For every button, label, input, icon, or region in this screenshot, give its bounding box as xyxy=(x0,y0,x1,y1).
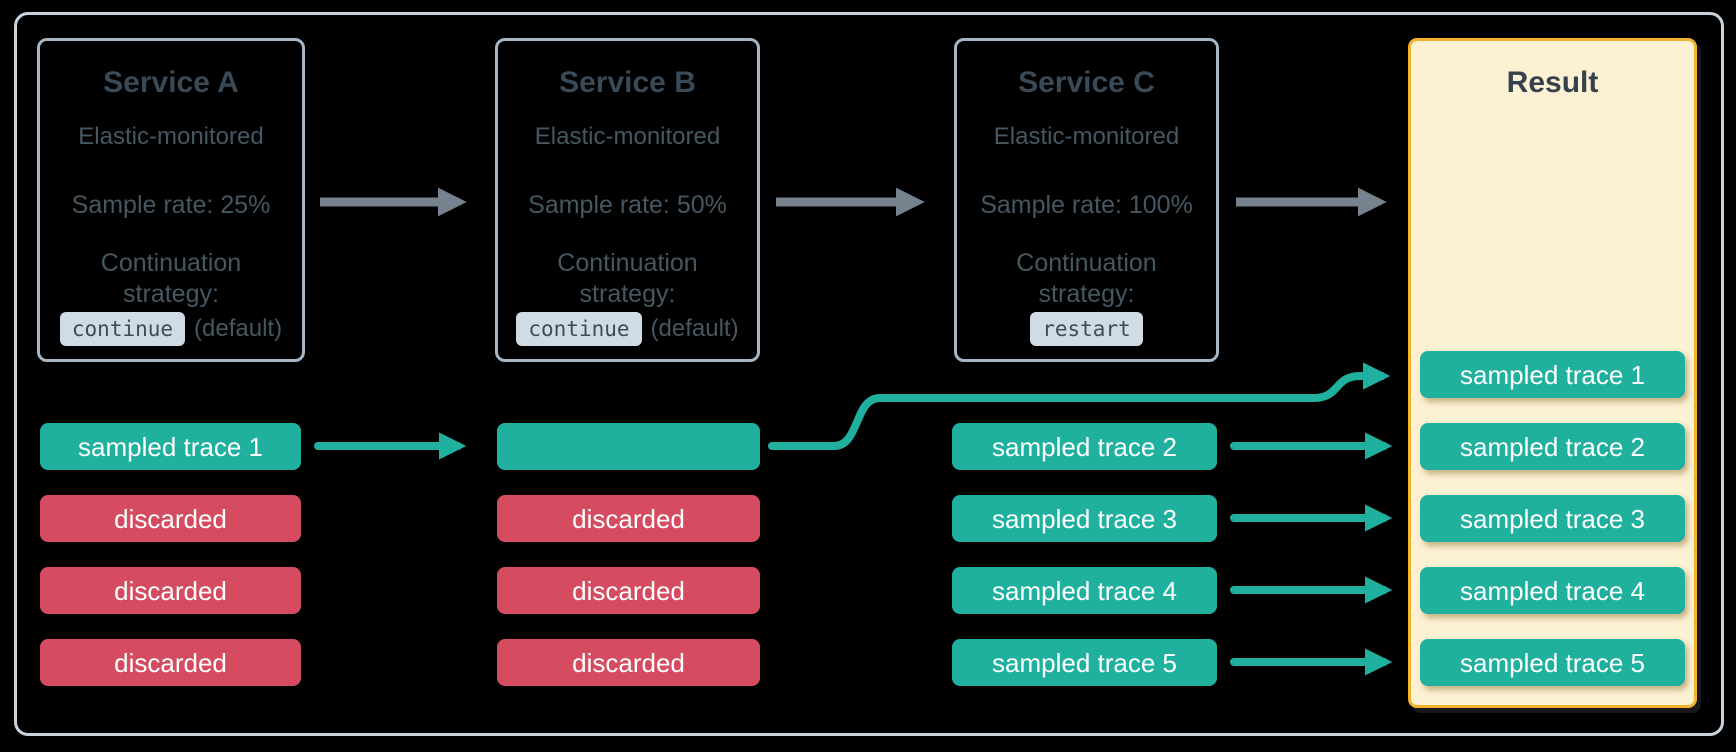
service-c-strategy-line1: Continuation xyxy=(1016,249,1157,277)
service-a-monitored: Elastic-monitored xyxy=(78,123,264,150)
diagram-frame xyxy=(14,12,1724,736)
service-c-sample-rate: Sample rate: 100% xyxy=(980,191,1193,219)
service-c-title: Service C xyxy=(1018,66,1155,99)
service-b-discarded-pill: discarded xyxy=(497,495,760,542)
service-a-strategy-label: Continuation strategy: xyxy=(101,248,241,310)
service-b-discarded-pill: discarded xyxy=(497,639,760,686)
service-c-sampled-trace-pill: sampled trace 2 xyxy=(952,423,1217,470)
service-b-strategy-chip: continue xyxy=(516,312,642,346)
service-c-strategy-value: restart xyxy=(1030,312,1143,346)
service-c-sampled-trace-pill: sampled trace 4 xyxy=(952,567,1217,614)
result-sampled-trace-pill: sampled trace 4 xyxy=(1420,567,1685,614)
service-b-strategy-line2: strategy: xyxy=(579,280,676,308)
service-b-monitored: Elastic-monitored xyxy=(534,123,721,150)
service-c-sampled-trace-pill: sampled trace 3 xyxy=(952,495,1217,542)
service-c-monitored: Elastic-monitored xyxy=(993,123,1180,150)
result-title: Result xyxy=(1506,66,1599,99)
service-a-strategy-line2: strategy: xyxy=(123,280,219,308)
service-b-sample-rate: Sample rate: 50% xyxy=(528,191,727,219)
service-b-discarded-pill: discarded xyxy=(497,567,760,614)
service-c-strategy-chip: restart xyxy=(1030,312,1143,346)
result-sampled-trace-pill: sampled trace 2 xyxy=(1420,423,1685,470)
service-a-sample-rate: Sample rate: 25% xyxy=(71,191,271,219)
result-sampled-trace-pill: sampled trace 3 xyxy=(1420,495,1685,542)
service-a-strategy-value: continue (default) xyxy=(59,312,283,346)
service-b-strategy-value: continue (default) xyxy=(516,312,739,346)
service-a-discarded-pill: discarded xyxy=(40,567,301,614)
service-a-title: Service A xyxy=(103,66,239,99)
service-c-sampled-trace-pill: sampled trace 5 xyxy=(952,639,1217,686)
service-b-strategy-default: (default) xyxy=(650,315,739,342)
service-c-strategy-line2: strategy: xyxy=(1038,280,1135,308)
service-b-sampled-trace-pill xyxy=(497,423,760,470)
service-a-strategy-line1: Continuation xyxy=(100,249,242,277)
service-b-strategy-label: Continuation strategy: xyxy=(557,248,697,310)
service-b-strategy-line1: Continuation xyxy=(557,249,698,277)
service-a-strategy-chip: continue xyxy=(59,312,186,346)
service-a-sampled-trace-pill: sampled trace 1 xyxy=(40,423,301,470)
result-sampled-trace-pill: sampled trace 1 xyxy=(1420,351,1685,398)
service-a-strategy-default: (default) xyxy=(194,315,283,342)
service-a-discarded-pill: discarded xyxy=(40,495,301,542)
service-c-box: Service C Elastic-monitored Sample rate:… xyxy=(954,38,1219,362)
service-a-box: Service A Elastic-monitored Sample rate:… xyxy=(37,38,305,362)
service-b-box: Service B Elastic-monitored Sample rate:… xyxy=(495,38,760,362)
result-sampled-trace-pill: sampled trace 5 xyxy=(1420,639,1685,686)
service-c-strategy-label: Continuation strategy: xyxy=(1016,248,1156,310)
service-b-title: Service B xyxy=(559,66,696,99)
service-a-discarded-pill: discarded xyxy=(40,639,301,686)
